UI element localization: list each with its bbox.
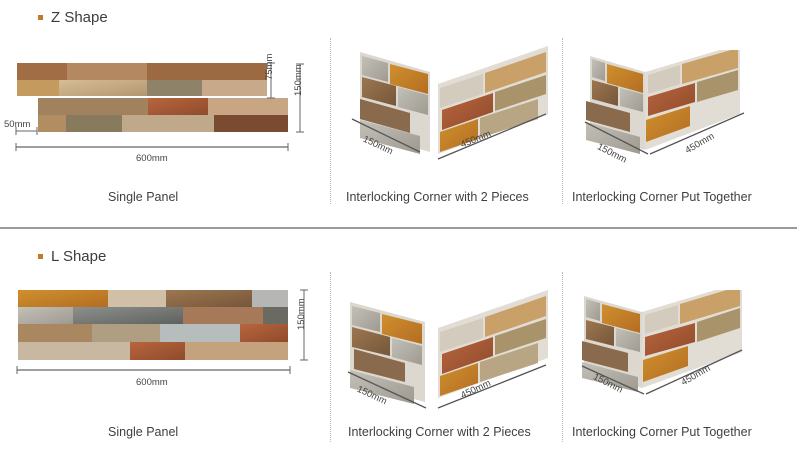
- bullet-icon: [38, 15, 43, 20]
- l-panel-image: [16, 289, 308, 374]
- l-shape-heading-text: L Shape: [51, 248, 107, 265]
- column-divider: [330, 272, 331, 442]
- z-corner-together-caption: Interlocking Corner Put Together: [572, 190, 752, 204]
- z-shape-heading: Z Shape: [38, 9, 108, 26]
- column-divider: [562, 272, 563, 442]
- z-corner-separate-diagram: [340, 44, 555, 164]
- z-panel-course-dim: 75mm: [264, 53, 275, 80]
- z-shape-heading-text: Z Shape: [51, 9, 108, 26]
- l-panel-caption: Single Panel: [108, 425, 179, 439]
- z-panel-offset-dim: 50mm: [4, 119, 31, 130]
- l-corner-together-caption: Interlocking Corner Put Together: [572, 425, 752, 439]
- l-panel-height-dim: 150mm: [296, 298, 307, 330]
- z-panel-caption: Single Panel: [108, 190, 179, 204]
- bullet-icon: [38, 254, 43, 259]
- z-corner-together-image: [584, 44, 745, 155]
- column-divider: [330, 38, 331, 204]
- z-shape-single-panel-diagram: [10, 58, 310, 158]
- l-shape-heading: L Shape: [38, 248, 106, 265]
- l-corner-together-image: [581, 282, 743, 395]
- l-corner-together-diagram: [580, 282, 780, 400]
- l-panel-width-dim: 600mm: [136, 377, 168, 388]
- l-shape-single-panel-diagram: [10, 286, 310, 376]
- z-panel-width-dim: 600mm: [136, 153, 168, 164]
- z-corner-separate-image: [351, 46, 548, 160]
- l-corner-separate-image: [347, 290, 548, 409]
- z-corner-separate-caption: Interlocking Corner with 2 Pieces: [346, 190, 529, 204]
- l-corner-separate-diagram: [340, 290, 555, 410]
- z-panel-height-dim: 150mm: [293, 64, 304, 96]
- z-panel-image: [15, 62, 304, 151]
- column-divider: [562, 38, 563, 204]
- z-corner-together-diagram: [580, 44, 780, 160]
- section-divider: [0, 227, 797, 229]
- l-corner-separate-caption: Interlocking Corner with 2 Pieces: [348, 425, 531, 439]
